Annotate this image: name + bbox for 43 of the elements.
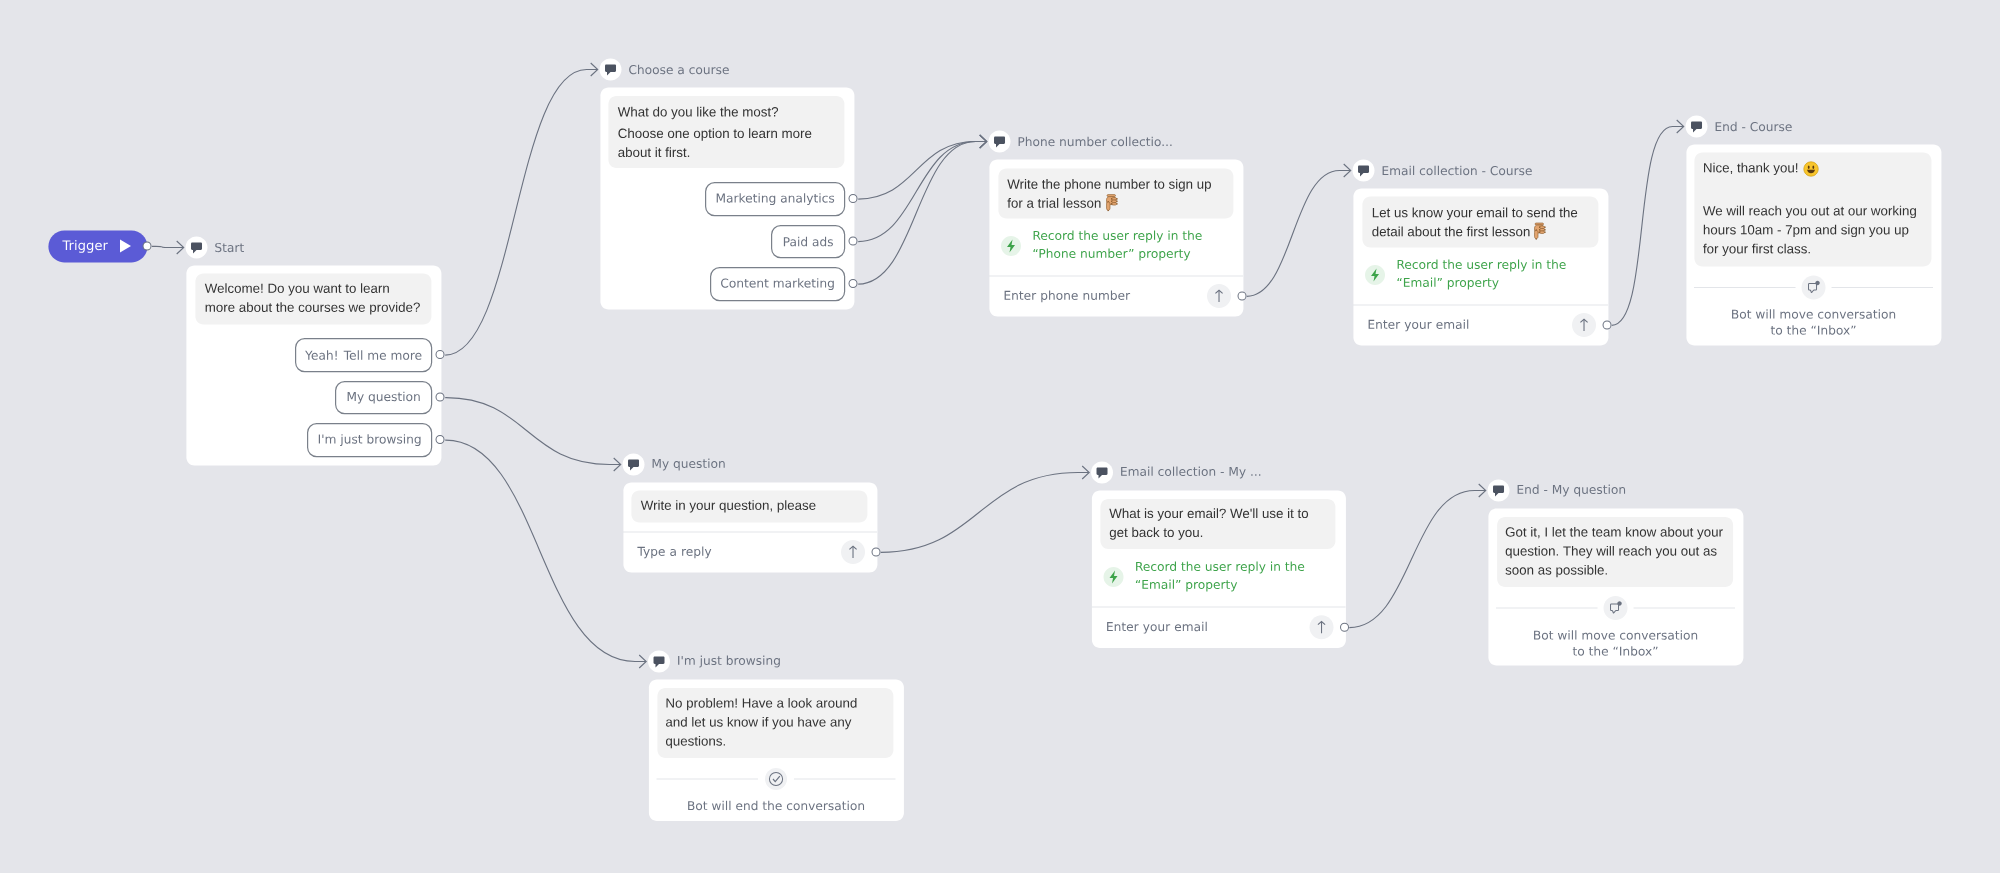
status-text: Bot will end the conversation: [688, 800, 865, 811]
heading: I'm just browsing: [678, 655, 780, 668]
message-bubble: Nice, thank you! We will reach you out at our working hours 10am - 7pm and sign you up for your first class.: [1694, 152, 1932, 267]
option-button: My question: [335, 381, 433, 415]
arrow: [880, 465, 1090, 553]
option-button: Yeah! Tell me more: [295, 338, 433, 373]
note-text: Record the user reply in the “Email” property: [1397, 259, 1566, 290]
option-button: Paid ads: [771, 225, 846, 259]
input-field: Type a reply: [622, 531, 878, 559]
note-text: Record the user reply in the “Phone number” property: [1033, 230, 1202, 261]
input-field: Enter your email: [1091, 606, 1346, 634]
message-bubble: Welcome! Do you want to learn more about the courses we provide?: [195, 273, 432, 325]
arrow: [1246, 163, 1352, 297]
heading: Email collection - Course: [1382, 165, 1532, 176]
status-text: Bot will move conversation to the “Inbox”: [1732, 309, 1896, 335]
heading: Choose a course: [629, 64, 729, 75]
arrow: [444, 397, 622, 472]
message-bubble: What is your email? We'll use it to get back to you.: [1100, 499, 1336, 549]
message-bubble: Write in your question, please: [631, 490, 868, 523]
message-bubble: Got it, I let the team know about your question. They will reach you out as soon as possible.: [1497, 517, 1734, 588]
arrow: [857, 134, 988, 285]
arrow: [444, 62, 599, 356]
message-bubble: No problem! Have a look around and let us know if you have any questions.: [657, 688, 894, 759]
note-text: Record the user reply in the “Email” property: [1135, 561, 1305, 592]
heading: End - Course: [1715, 121, 1792, 132]
option-button: I'm just browsing: [307, 423, 433, 458]
option-button: Marketing analytics: [705, 182, 846, 217]
heading: Email collection - My ...: [1121, 466, 1261, 479]
input-field: Enter phone number: [988, 275, 1244, 303]
option-button: Content marketing: [710, 267, 846, 302]
heading: End - My question: [1517, 484, 1626, 497]
heading: My question: [652, 458, 725, 471]
arrow: [444, 439, 647, 669]
input-field: Enter your email: [1352, 304, 1609, 332]
message-bubble: Let us know your email to send the detail about the first lesson: [1362, 196, 1599, 248]
message-bubble: Write the phone number to sign up for a trial lesson: [998, 168, 1234, 219]
heading: Phone number collectio...: [1018, 136, 1172, 147]
status-text: Bot will move conversation to the “Inbox”: [1534, 630, 1698, 656]
message-bubble: What do you like the most? Choose one option to learn more about it first.: [608, 95, 845, 168]
heading: Start: [215, 242, 244, 253]
arrow: [1348, 483, 1487, 629]
arrow: [151, 240, 185, 255]
arrow: [1611, 119, 1685, 326]
